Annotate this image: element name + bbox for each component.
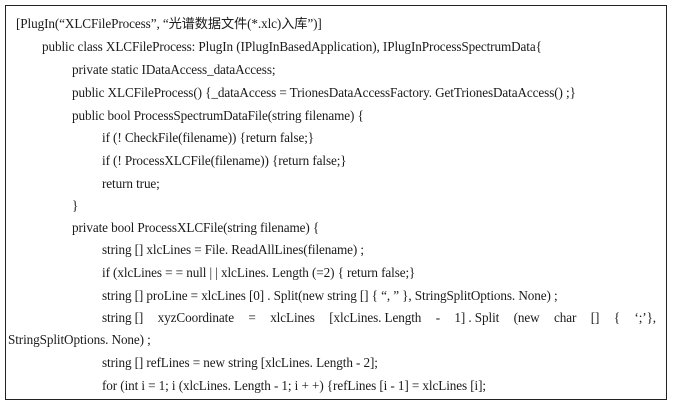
code-line-4: public XLCFileProcess() {_dataAccess = T…	[72, 85, 576, 100]
code-line-9: }	[72, 198, 79, 213]
code-token: ‘;’},	[634, 310, 656, 325]
code-line-12: if (xlcLines = = null | | xlcLines. Leng…	[102, 265, 416, 280]
code-token: {	[613, 310, 620, 325]
code-token: []	[590, 310, 600, 325]
code-line-2: public class XLCFileProcess: PlugIn (IPl…	[42, 39, 542, 54]
code-token: char	[554, 310, 577, 325]
code-token: string []	[102, 310, 144, 325]
code-line-8: return true;	[102, 176, 160, 191]
code-line-3: private static IDataAccess_dataAccess;	[72, 62, 276, 77]
code-line-13: string [] proLine = xlcLines [0] . Split…	[102, 288, 558, 303]
code-listing-frame: [PlugIn(“XLCFileProcess”, “光谱数据文件(*.xlc)…	[5, 5, 667, 400]
code-line-7: if (! ProcessXLCFile(filename)) {return …	[102, 153, 347, 168]
code-token: xlcLines	[270, 310, 315, 325]
code-line-6: if (! CheckFile(filename)) {return false…	[102, 130, 315, 145]
code-token: 1] . Split	[454, 310, 500, 325]
code-line-16: string [] refLines = new string [xlcLine…	[102, 355, 378, 370]
code-token: -	[435, 310, 440, 325]
code-line-1: [PlugIn(“XLCFileProcess”, “光谱数据文件(*.xlc)…	[16, 16, 322, 31]
code-token: (new	[513, 310, 540, 325]
code-line-11: string [] xlcLines = File. ReadAllLines(…	[102, 242, 364, 257]
code-token: [xlcLines. Length	[329, 310, 422, 325]
code-line-14: string [] xyzCoordinate = xlcLines [xlcL…	[102, 310, 656, 326]
code-line-15: StringSplitOptions. None) ;	[8, 332, 151, 347]
code-line-17: for (int i = 1; i (xlcLines. Length - 1;…	[102, 378, 486, 393]
code-line-10: private bool ProcessXLCFile(string filen…	[72, 220, 320, 235]
code-token: =	[248, 310, 256, 325]
code-token: xyzCoordinate	[157, 310, 234, 325]
code-line-5: public bool ProcessSpectrumDataFile(stri…	[72, 108, 364, 123]
